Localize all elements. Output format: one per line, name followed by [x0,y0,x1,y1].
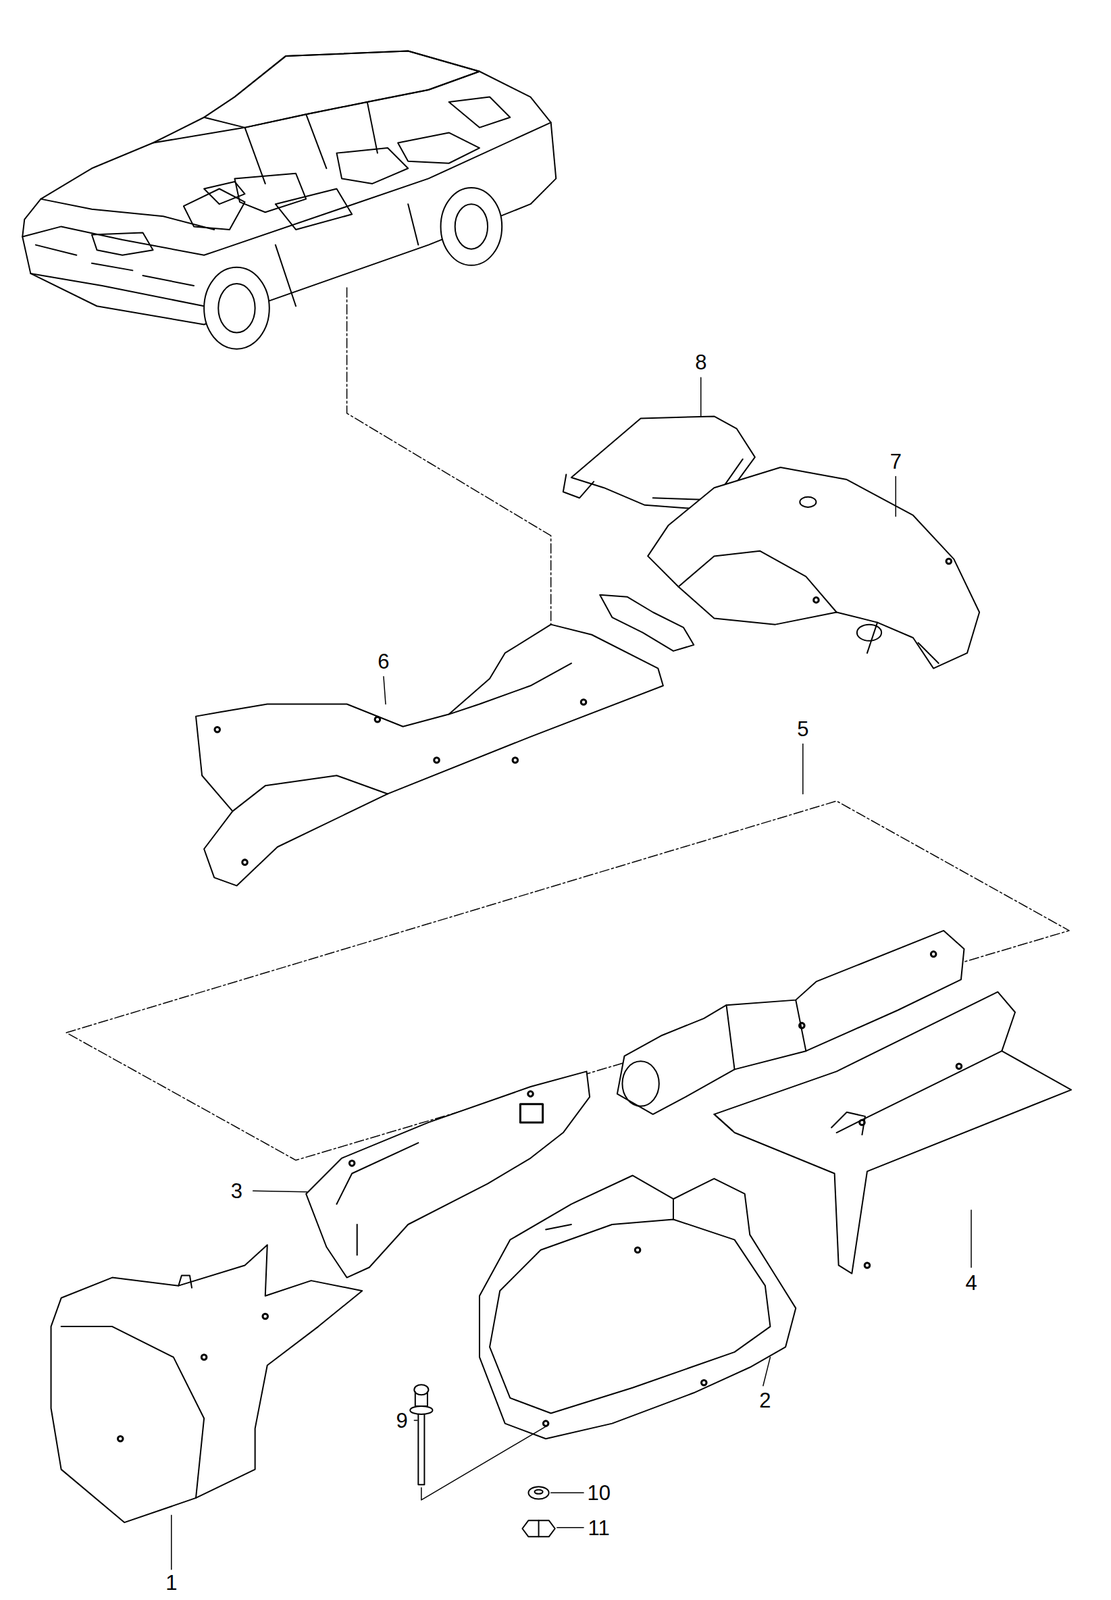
stud-9 [409,1384,433,1485]
heat-shield-6 [195,624,664,887]
callout-number: 2 [757,1388,772,1411]
callout-number: 8 [693,351,708,374]
heat-shield-4 [713,992,1072,1274]
heat-shield-1 [51,1244,363,1523]
fitting-line [421,1426,546,1501]
leader-lines [171,377,972,1570]
heat-shield-2 [479,1175,796,1439]
car-sketch [22,51,556,350]
heat-shield-7 [599,467,980,669]
callout-number: 1 [164,1571,179,1594]
callout-number: 6 [376,650,391,673]
callout-number: 7 [888,449,903,473]
callout-number: 10 [585,1481,612,1505]
callout-number: 3 [229,1179,244,1203]
dash-guide [347,287,552,625]
callout-number: 9 [395,1409,410,1432]
nut-11 [522,1520,555,1537]
callout-number: 11 [586,1516,612,1539]
callout-number: 4 [963,1271,978,1295]
washer-10 [528,1486,549,1499]
callout-number: 5 [795,717,810,740]
